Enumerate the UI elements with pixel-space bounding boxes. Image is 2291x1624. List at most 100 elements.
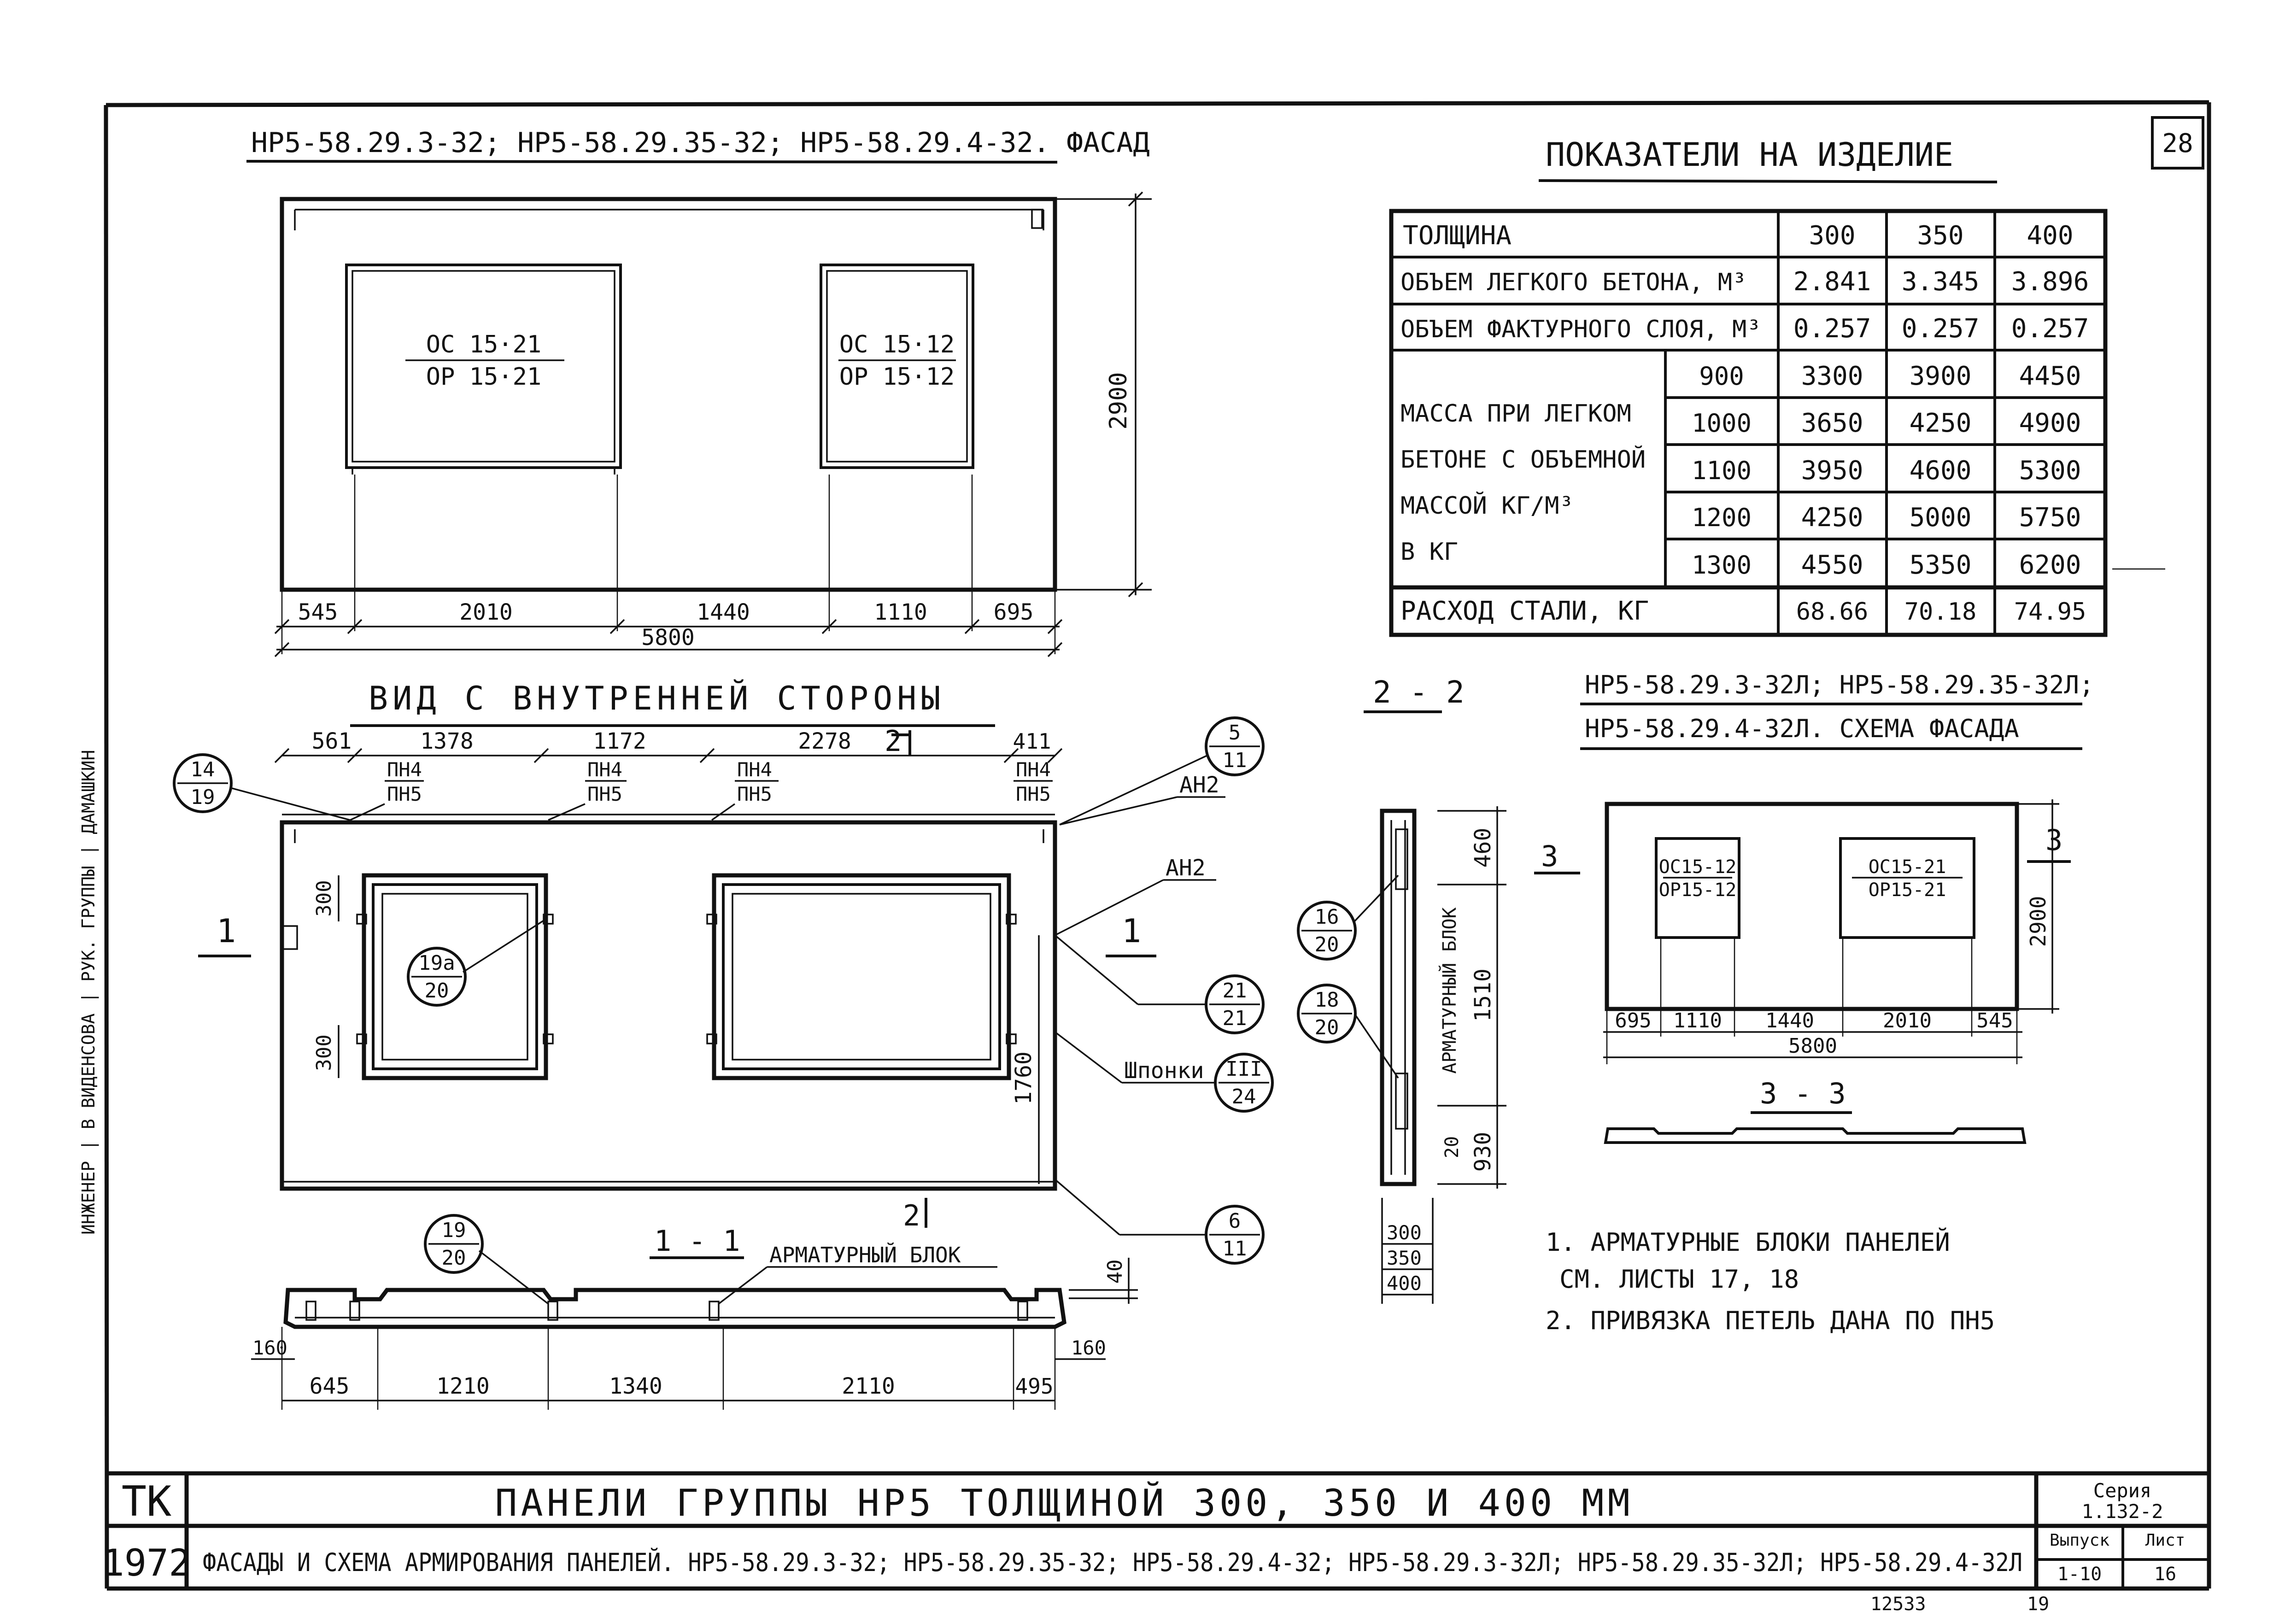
section11-dim-2: 1210 xyxy=(436,1373,490,1399)
mass-row-1000: 1000 3650 4250 4900 xyxy=(1692,408,2081,438)
row-light-concrete-300: 2.841 xyxy=(1793,267,1871,297)
sheet-label: Лист xyxy=(2145,1531,2186,1550)
title-block: ТК 1972 ПАНЕЛИ ГРУППЫ НР5 ТОЛЩИНОЙ 300, … xyxy=(102,1471,2209,1589)
mass-density: 1000 xyxy=(1692,409,1752,438)
mass-300: 4250 xyxy=(1801,503,1863,533)
steel-label: РАСХОД СТАЛИ, КГ xyxy=(1400,596,1649,626)
callout-bottom: 24 xyxy=(1232,1085,1256,1108)
row-facing-layer-350: 0.257 xyxy=(1902,314,1980,344)
callout-19a-20: 19а 20 xyxy=(407,918,546,1007)
facade-window-right-bottom: ОР 15·12 xyxy=(839,363,955,391)
section22-title: 2 - 2 xyxy=(1373,674,1465,710)
section22-thickness-400: 400 xyxy=(1387,1272,1422,1295)
loop-tag-bottom-1: ПН5 xyxy=(387,783,422,805)
mass-row-1100: 1100 3950 4600 5300 xyxy=(1692,456,2081,486)
section22-thickness-300: 300 xyxy=(1387,1221,1422,1244)
scheme-window-left-top: ОС15-12 xyxy=(1659,856,1737,878)
side-stamp: ИНЖЕНЕР | В ВИДЕНСОВА | РУК. ГРУППЫ | ДА… xyxy=(78,750,99,1235)
mass-density: 900 xyxy=(1699,362,1744,391)
callout-top: 21 xyxy=(1223,979,1247,1003)
section11-dim-4: 2110 xyxy=(842,1373,895,1399)
callout-19-20-top: 19 xyxy=(442,1219,466,1242)
mass-350: 5350 xyxy=(1910,550,1972,580)
mass-400: 4900 xyxy=(2019,408,2081,438)
mass-350: 4600 xyxy=(1910,456,1972,486)
section11-dim-3: 1340 xyxy=(609,1373,662,1399)
inner-dim-2: 1378 xyxy=(420,728,474,754)
section22-label: АРМАТУРНЫЙ БЛОК xyxy=(1438,907,1460,1073)
steel-350: 70.18 xyxy=(1904,598,1977,626)
section-2-2: 2 - 2 АРМАТУРНЫЙ БЛОК 460 1510 930 20 16… xyxy=(1297,674,1506,1304)
loop-tag-bottom-2: ПН5 xyxy=(587,783,622,805)
loop-tag-top-2: ПН4 xyxy=(587,758,622,781)
steel-300: 68.66 xyxy=(1796,598,1869,626)
facade-window-left: ОС 15·21 ОР 15·21 xyxy=(345,264,622,475)
mass-label-3: МАССОЙ КГ/М³ xyxy=(1400,492,1574,520)
row-thickness-300: 300 xyxy=(1809,221,1855,251)
mass-density: 1100 xyxy=(1692,456,1752,485)
section11-label: АРМАТУРНЫЙ БЛОК xyxy=(769,1243,961,1267)
callout-18-20-bottom: 20 xyxy=(1315,1016,1339,1039)
section11-dim-5: 495 xyxy=(1015,1374,1053,1399)
mass-400: 6200 xyxy=(2019,550,2081,580)
facade-dim-2: 2010 xyxy=(459,599,513,625)
inner-dim-ticks xyxy=(274,748,1063,763)
section22-dim-460: 460 xyxy=(1470,828,1496,868)
scheme-title-2: НР5-58.29.4-32Л. СХЕМА ФАСАДА xyxy=(1585,714,2019,743)
section11-dim-160-right: 160 xyxy=(1071,1337,1106,1359)
facade-window-left-bottom: ОР 15·21 xyxy=(426,363,541,391)
scheme-height-dim: 2900 xyxy=(2026,896,2051,947)
label-shponki: Шпонки xyxy=(1124,1058,1204,1084)
mass-label-1: МАССА ПРИ ЛЕГКОМ xyxy=(1400,400,1631,428)
callout-6-11: 6 11 xyxy=(1054,1178,1265,1265)
callout-bottom: 11 xyxy=(1223,749,1247,772)
row-facing-layer-400: 0.257 xyxy=(2011,314,2089,344)
note-2: 2. ПРИВЯЗКА ПЕТЕЛЬ ДАНА ПО ПН5 xyxy=(1546,1306,1995,1335)
title-block-org: ТК xyxy=(122,1477,171,1526)
inner-dim-300-bottom: 300 xyxy=(312,1034,336,1071)
row-light-concrete-label: ОБЪЕМ ЛЕГКОГО БЕТОНА, М³ xyxy=(1400,269,1746,296)
callout-bottom: 11 xyxy=(1223,1237,1247,1261)
notes: 1. АРМАТУРНЫЕ БЛОКИ ПАНЕЛЕЙ СМ. ЛИСТЫ 17… xyxy=(1546,1228,1995,1335)
indicators-title: ПОКАЗАТЕЛИ НА ИЗДЕЛИЕ xyxy=(1546,136,1953,174)
inner-title: ВИД С ВНУТРЕННЕЙ СТОРОНЫ xyxy=(369,680,945,717)
mass-350: 3900 xyxy=(1910,361,1972,391)
section-mark-2-bottom: 2 xyxy=(903,1199,920,1232)
callout-top: 14 xyxy=(191,758,215,781)
row-thickness-label: ТОЛЩИНА xyxy=(1403,221,1512,251)
section22-dim-930: 930 xyxy=(1470,1132,1496,1172)
facade-title: НР5-58.29.3-32; НР5-58.29.35-32; НР5-58.… xyxy=(251,127,1150,159)
inner-view: ВИД С ВНУТРЕННЕЙ СТОРОНЫ 561 1378 1172 2… xyxy=(173,680,1274,1265)
scheme-dim-5: 545 xyxy=(1976,1009,2013,1032)
steel-400: 74.95 xyxy=(2014,598,2086,626)
mass-350: 5000 xyxy=(1910,503,1972,533)
facade-dim-5: 695 xyxy=(994,599,1034,625)
facade-dim-3: 1440 xyxy=(697,599,750,625)
title-block-year: 1972 xyxy=(102,1542,191,1584)
scheme-section-mark-right: 3 xyxy=(2045,823,2062,857)
scheme-window-right-top: ОС15-21 xyxy=(1869,856,1946,878)
section-mark-2-top: 2 xyxy=(885,724,902,758)
mass-density: 1200 xyxy=(1692,503,1752,532)
series-label: Серия xyxy=(2093,1479,2151,1502)
note-1-cont: СМ. ЛИСТЫ 17, 18 xyxy=(1559,1265,1799,1294)
indicators-table: ПОКАЗАТЕЛИ НА ИЗДЕЛИЕ ТОЛЩИНА 300 350 40… xyxy=(1389,136,2165,637)
mass-300: 3650 xyxy=(1801,408,1863,438)
callout-18-20-top: 18 xyxy=(1315,988,1339,1012)
callout-bottom: 20 xyxy=(425,979,449,1003)
mass-350: 4250 xyxy=(1910,408,1972,438)
mass-300: 3300 xyxy=(1801,361,1863,391)
note-1: 1. АРМАТУРНЫЕ БЛОКИ ПАНЕЛЕЙ xyxy=(1546,1228,1950,1257)
mass-400: 4450 xyxy=(2019,361,2081,391)
title-block-title: ПАНЕЛИ ГРУППЫ НР5 ТОЛЩИНОЙ 300, 350 И 40… xyxy=(495,1481,1633,1524)
page-number-box: 28 xyxy=(2151,116,2204,170)
callout-top: III xyxy=(1225,1057,1262,1081)
label-an2-middle: АН2 xyxy=(1166,855,1206,881)
callout-14-19: 14 19 xyxy=(173,753,351,821)
title-block-subtitle: ФАСАДЫ И СХЕМА АРМИРОВАНИЯ ПАНЕЛЕЙ. НР5-… xyxy=(203,1548,2022,1577)
facade-dim-4: 1110 xyxy=(874,599,927,625)
callout-16-20-top: 16 xyxy=(1315,905,1339,929)
mass-300: 3950 xyxy=(1801,456,1863,486)
inner-dim-5: 411 xyxy=(1013,729,1051,754)
facade-total-dim: 5800 xyxy=(641,625,695,651)
